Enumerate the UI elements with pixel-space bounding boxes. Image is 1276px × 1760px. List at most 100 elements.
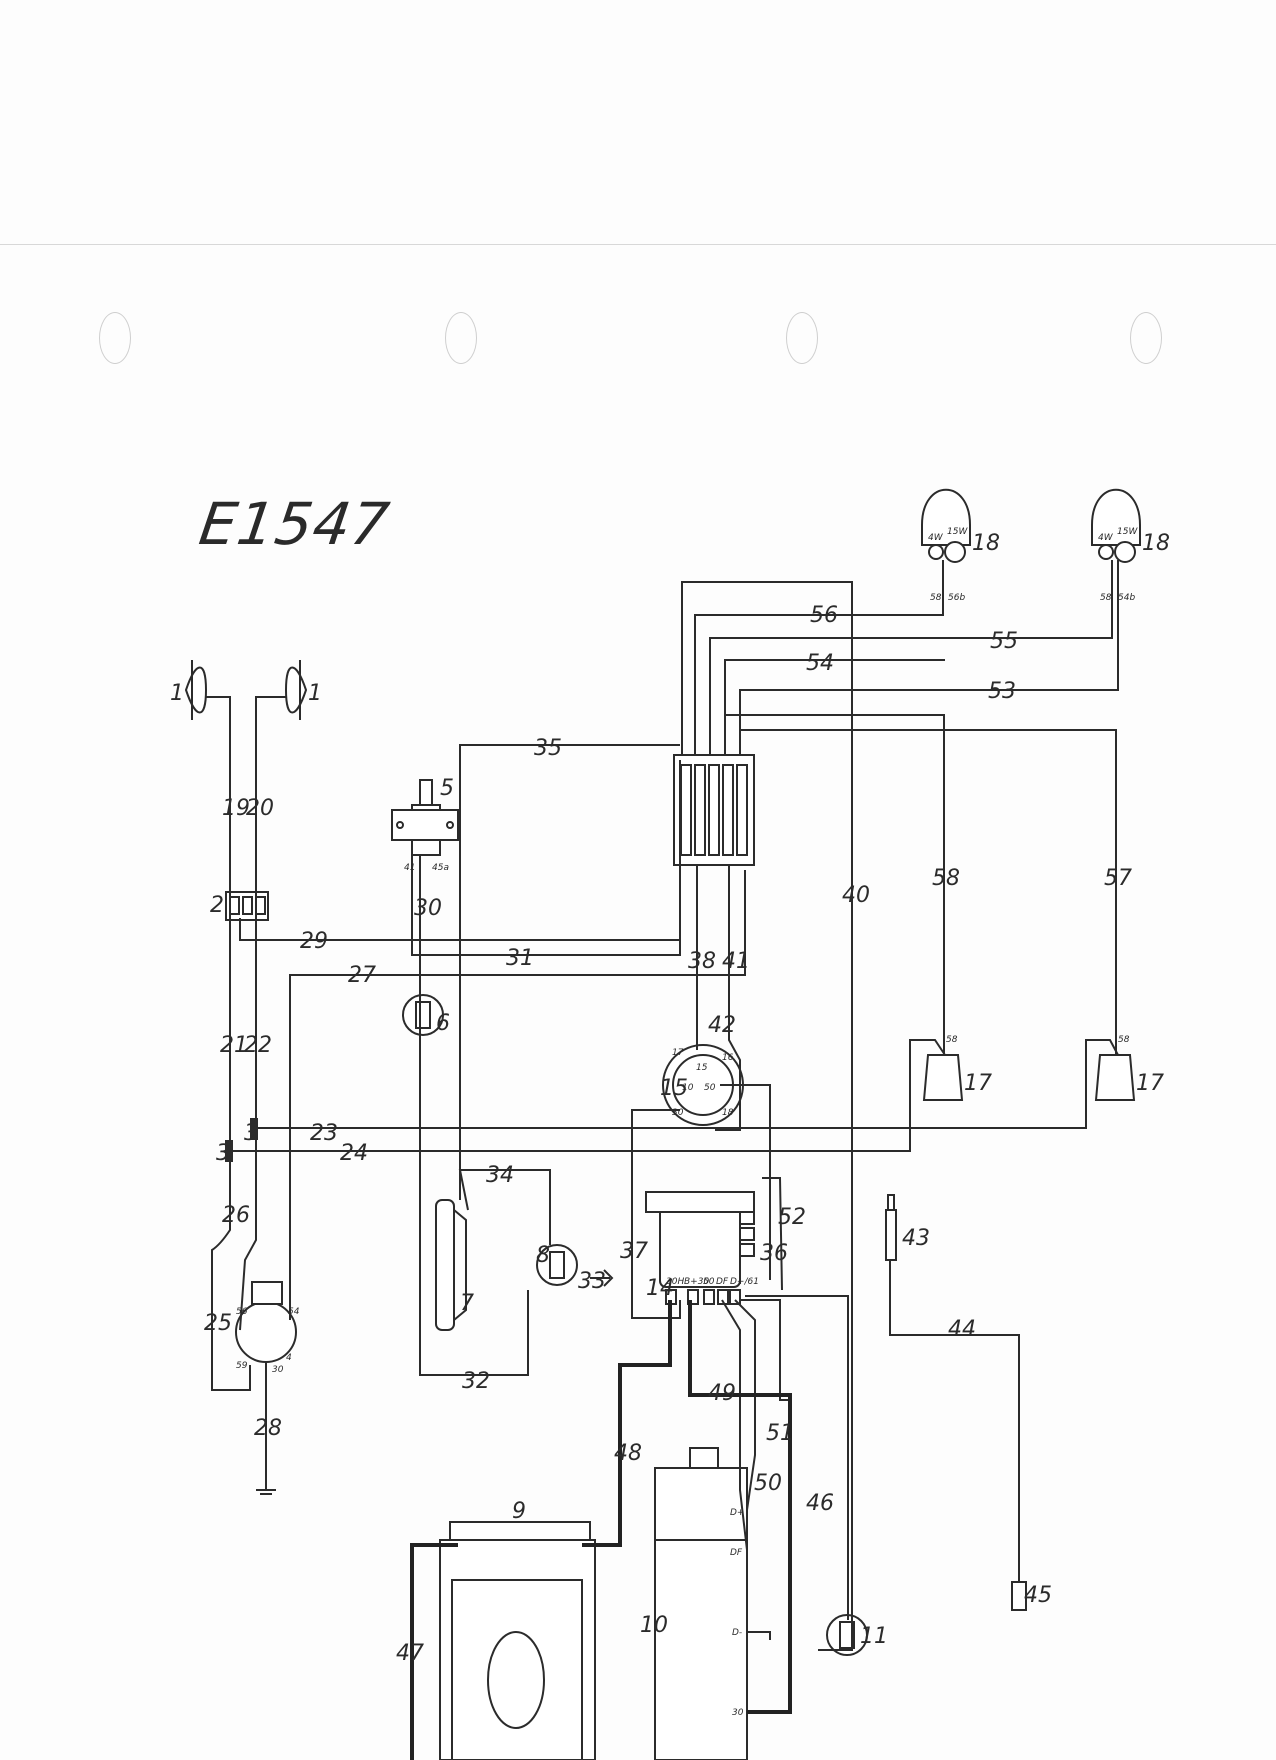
- terminal-label: D+/61: [730, 1277, 759, 1287]
- terminal-label: 58: [930, 593, 942, 603]
- terminal-label: 50: [703, 1277, 715, 1287]
- wire-label: 33: [578, 1269, 606, 1294]
- component-label: 17: [964, 1071, 992, 1096]
- terminal-label: 56: [236, 1307, 248, 1317]
- component-label: 1: [308, 681, 322, 706]
- component-label: 5: [440, 776, 454, 801]
- wire-label: 24: [340, 1141, 368, 1166]
- wire-label: 25: [204, 1311, 232, 1336]
- thick-wires: [410, 1300, 792, 1760]
- component-label: 2: [210, 893, 224, 918]
- terminal-label: 56b: [948, 593, 965, 603]
- terminal-label: 58: [946, 1035, 958, 1045]
- wire-label: 36: [760, 1241, 788, 1266]
- terminal-label: 15: [696, 1063, 708, 1073]
- terminal-label: 30H: [666, 1277, 684, 1287]
- terminal-label: 30: [272, 1365, 284, 1375]
- bulb-large-label: 15W: [947, 527, 968, 537]
- terminal-label: DF: [716, 1277, 729, 1287]
- terminal-label: 16: [722, 1053, 734, 1063]
- component-label: 18: [972, 531, 1000, 556]
- wire-label: 54: [806, 651, 834, 676]
- terminal-label: D-: [732, 1628, 742, 1638]
- wire-label: 40: [842, 883, 870, 908]
- component-label: 45: [1024, 1583, 1052, 1608]
- wire-label: 52: [778, 1205, 806, 1230]
- terminal-label: 59: [236, 1361, 248, 1371]
- wire-label: 55: [990, 629, 1018, 654]
- terminal-label: B+30: [684, 1277, 709, 1287]
- terminal-label: 54: [288, 1307, 300, 1317]
- terminal-label: 18: [722, 1108, 734, 1118]
- horn-7: [435, 1199, 455, 1331]
- wire-label: 27: [348, 963, 376, 988]
- wire-label: 34: [486, 1163, 514, 1188]
- wire-label: 41: [722, 949, 750, 974]
- lamp-right: [284, 666, 308, 714]
- component-label: 1: [170, 681, 184, 706]
- wire-label: 38: [688, 949, 716, 974]
- component-label: 3: [244, 1121, 258, 1146]
- wire-label: 37: [620, 1239, 648, 1264]
- wire-label: 26: [222, 1203, 250, 1228]
- dynamo-10: [654, 1467, 748, 1760]
- lamp-left: [184, 666, 208, 714]
- wire-label: 22: [244, 1033, 272, 1058]
- component-label: 15: [660, 1076, 688, 1101]
- wire-label: 48: [614, 1441, 642, 1466]
- wire-label: 29: [300, 929, 328, 954]
- punch-hole: [786, 312, 818, 364]
- sheet-edge-line: [0, 244, 1276, 245]
- wire-label: 28: [254, 1416, 282, 1441]
- punch-hole: [1130, 312, 1162, 364]
- indicator-17-right: [1094, 1054, 1136, 1101]
- wire-label: 44: [948, 1317, 976, 1342]
- wire-labels: 19 20 21 22 23 24 25 26 27 28 29 30 31 3…: [204, 603, 1132, 1666]
- wire-label: 32: [462, 1369, 490, 1394]
- component-label: 18: [1142, 531, 1170, 556]
- punch-hole: [99, 312, 131, 364]
- ground-symbol: [256, 1489, 276, 1495]
- terminal-label: 4: [286, 1353, 292, 1363]
- bulb-large-label: 15W: [1117, 527, 1138, 537]
- terminal-label: 30: [672, 1108, 684, 1118]
- component-label: 6: [436, 1011, 450, 1036]
- terminal-label: 10: [682, 1083, 694, 1093]
- component-label: 17: [1136, 1071, 1164, 1096]
- indicator-17-left: [922, 1054, 964, 1101]
- component-label: 8: [536, 1243, 550, 1268]
- wire-label: 51: [766, 1421, 794, 1446]
- terminal-label: 50: [704, 1083, 716, 1093]
- component-label: 10: [640, 1613, 668, 1638]
- wire-label: 23: [310, 1121, 338, 1146]
- wire-label: 21: [220, 1033, 248, 1058]
- tail-lamp-18-left: [921, 488, 971, 546]
- wire-label: 20: [246, 796, 274, 821]
- bulb-small-label: 4W: [1098, 533, 1114, 543]
- plug-43: [885, 1209, 897, 1261]
- terminal-label: 41: [404, 863, 415, 873]
- wire-label: 57: [1104, 866, 1132, 891]
- wire-label: 56: [810, 603, 838, 628]
- wire-label: 30: [414, 896, 442, 921]
- terminal-label: 58: [1118, 1035, 1130, 1045]
- component-label: 11: [860, 1624, 888, 1649]
- component-label: 43: [902, 1226, 930, 1251]
- terminal-label: DF: [730, 1548, 743, 1558]
- bulb-small-label: 4W: [928, 533, 944, 543]
- tail-lamp-18-right: [1091, 488, 1141, 546]
- wire-label: 50: [754, 1471, 782, 1496]
- wire-label: 19: [222, 796, 250, 821]
- terminal-labels: 4W 15W 4W 15W 58 56b 58 54b 30H B+30 50 …: [236, 527, 1138, 1718]
- punch-hole: [445, 312, 477, 364]
- wire-label: 35: [534, 736, 562, 761]
- terminal-label: 45a: [432, 863, 449, 873]
- component-label: 9: [512, 1499, 526, 1524]
- wire-label: 53: [988, 679, 1016, 704]
- component-label: 3: [216, 1141, 230, 1166]
- wires: [206, 560, 1119, 1700]
- wire-label: 42: [708, 1013, 736, 1038]
- wire-label: 58: [932, 866, 960, 891]
